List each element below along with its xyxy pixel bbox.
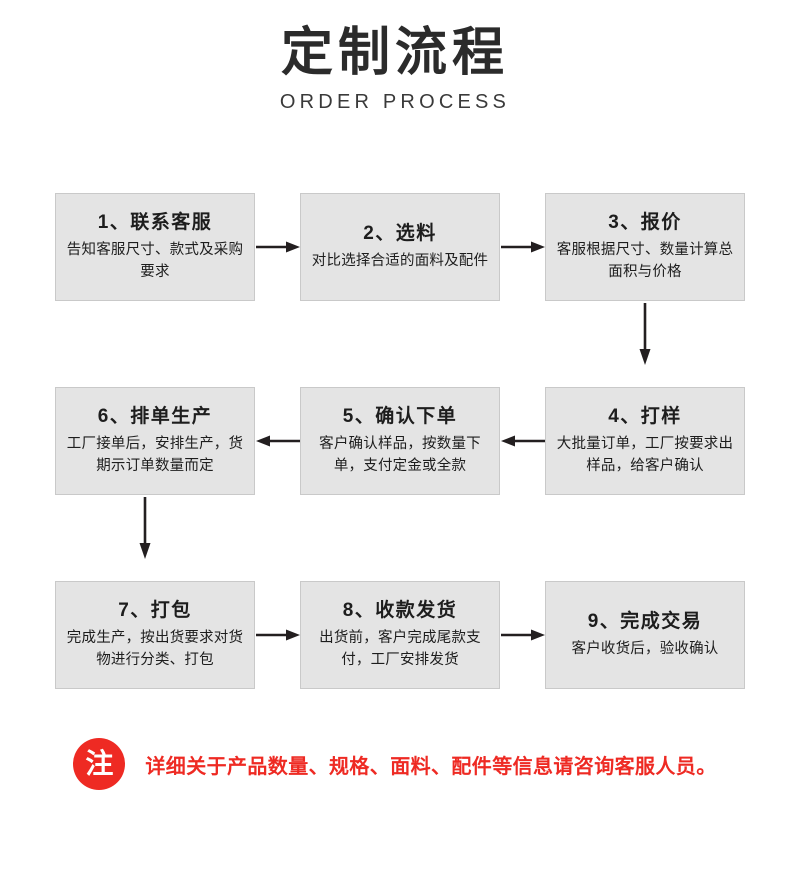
arrow-down-icon xyxy=(138,497,152,559)
flow-step-6: 6、排单生产 工厂接单后，安排生产，货期示订单数量而定 xyxy=(55,387,255,495)
flow-step-title: 3、报价 xyxy=(608,211,682,233)
footer-note: 注 详细关于产品数量、规格、面料、配件等信息请咨询客服人员。 xyxy=(0,738,790,790)
flow-step-description: 工厂接单后，安排生产，货期示订单数量而定 xyxy=(66,436,244,475)
flow-step-3: 3、报价 客服根据尺寸、数量计算总面积与价格 xyxy=(545,193,745,301)
flow-step-5: 5、确认下单 客户确认样品，按数量下单，支付定金或全款 xyxy=(300,387,500,495)
flow-step-description: 客户确认样品，按数量下单，支付定金或全款 xyxy=(319,436,481,475)
flow-step-description: 客户收货后，验收确认 xyxy=(571,641,719,658)
arrow-left-icon xyxy=(256,434,300,448)
flow-step-description: 大批量订单，工厂按要求出样品，给客户确认 xyxy=(556,436,734,475)
flow-step-title: 9、完成交易 xyxy=(587,610,703,632)
page-header: 定制流程 ORDER PROCESS xyxy=(0,24,790,114)
flow-step-8: 8、收款发货 出货前，客户完成尾款支付，工厂安排发货 xyxy=(300,581,500,689)
flow-step-description: 对比选择合适的面料及配件 xyxy=(311,253,489,270)
arrow-right-icon xyxy=(256,240,300,254)
flow-step-9: 9、完成交易 客户收货后，验收确认 xyxy=(545,581,745,689)
flow-step-title: 5、确认下单 xyxy=(342,405,458,427)
arrow-right-icon xyxy=(256,628,300,642)
page-title: 定制流程 xyxy=(280,24,509,82)
arrow-down-icon xyxy=(638,303,652,365)
flow-row-3: 7、打包 完成生产，按出货要求对货物进行分类、打包 8、收款发货 出货前，客户完… xyxy=(0,581,790,689)
flow-row-1: 1、联系客服 告知客服尺寸、款式及采购要求 2、选料 对比选择合适的面料及配件 xyxy=(0,193,790,365)
flow-step-description: 告知客服尺寸、款式及采购要求 xyxy=(66,242,244,281)
flow-step-description: 出货前，客户完成尾款支付，工厂安排发货 xyxy=(319,630,481,669)
flow-step-1: 1、联系客服 告知客服尺寸、款式及采购要求 xyxy=(55,193,255,301)
arrow-left-icon xyxy=(501,434,545,448)
flow-step-title: 8、收款发货 xyxy=(342,599,458,621)
page-subtitle: ORDER PROCESS xyxy=(279,91,511,114)
arrow-right-icon xyxy=(501,240,545,254)
flow-step-title: 2、选料 xyxy=(363,222,437,244)
flow-step-description: 完成生产，按出货要求对货物进行分类、打包 xyxy=(66,630,244,669)
flow-step-description: 客服根据尺寸、数量计算总面积与价格 xyxy=(556,242,734,281)
flow-step-title: 7、打包 xyxy=(118,599,192,621)
flow-step-4: 4、打样 大批量订单，工厂按要求出样品，给客户确认 xyxy=(545,387,745,495)
arrow-right-icon xyxy=(501,628,545,642)
note-badge-icon: 注 xyxy=(73,738,126,790)
flow-step-7: 7、打包 完成生产，按出货要求对货物进行分类、打包 xyxy=(55,581,255,689)
flow-step-title: 4、打样 xyxy=(608,405,682,427)
flow-step-title: 1、联系客服 xyxy=(97,211,213,233)
flow-row-2: 6、排单生产 工厂接单后，安排生产，货期示订单数量而定 5、确认下单 客户确认样… xyxy=(0,387,790,559)
flow-step-title: 6、排单生产 xyxy=(97,405,213,427)
flow-step-2: 2、选料 对比选择合适的面料及配件 xyxy=(300,193,500,301)
note-text: 详细关于产品数量、规格、面料、配件等信息请咨询客服人员。 xyxy=(145,755,717,778)
flow-chart: 1、联系客服 告知客服尺寸、款式及采购要求 2、选料 对比选择合适的面料及配件 xyxy=(0,193,790,689)
